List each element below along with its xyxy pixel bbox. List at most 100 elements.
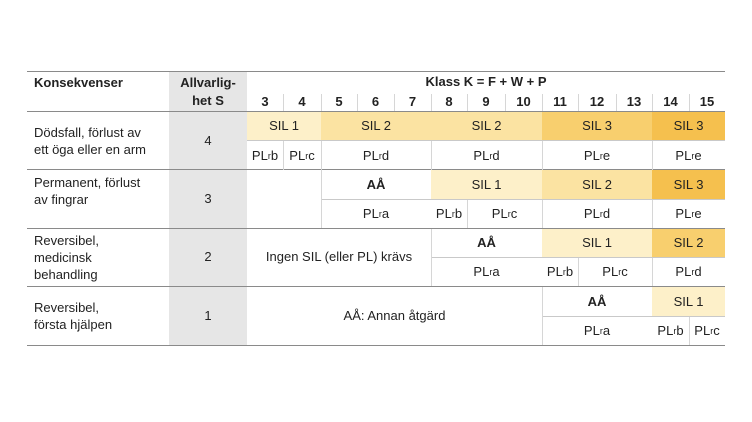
header-tick <box>283 94 284 111</box>
sil-cell: SIL 2 <box>542 170 652 199</box>
cell-separator <box>542 141 543 170</box>
severity-bg-4 <box>169 112 247 170</box>
header-tick <box>616 94 617 111</box>
class-number-13: 13 <box>626 94 642 109</box>
consequence-row-2: Reversibel, medicinsk behandling <box>34 232 100 282</box>
row-divider <box>247 140 725 141</box>
other-measure-legend: AÅ: Annan åtgärd <box>343 308 446 323</box>
header-tick <box>321 94 322 111</box>
consequence-row-1: Reversibel, första hjälpen <box>34 300 113 332</box>
cell-separator <box>431 141 432 170</box>
consequences-header: Konsekvenser <box>34 75 123 90</box>
other-measure-cell: AÅ <box>366 176 386 192</box>
cell-separator <box>431 229 432 286</box>
sil-cell: SIL 2 <box>652 228 725 257</box>
sil-cell: SIL 3 <box>652 112 725 140</box>
severity-bg-1 <box>169 287 247 345</box>
cell-separator <box>283 141 284 170</box>
cell-separator <box>652 141 653 170</box>
severity-bg-2 <box>169 228 247 286</box>
row-divider <box>542 316 725 317</box>
class-formula-header: Klass K = F + W + P <box>425 74 547 89</box>
class-number-14: 14 <box>663 94 678 109</box>
severity-column-header-bg <box>169 72 247 112</box>
severity-value-1: 1 <box>204 308 212 323</box>
row-divider <box>321 199 725 200</box>
class-number-12: 12 <box>589 94 605 109</box>
severity-bg-3 <box>169 170 247 228</box>
other-measure-cell: AÅ <box>587 293 607 309</box>
class-number-9: 9 <box>482 94 490 109</box>
cell-separator <box>652 258 653 286</box>
row-divider <box>27 286 725 287</box>
other-measure-cell: AÅ <box>477 234 496 250</box>
class-number-15: 15 <box>699 94 715 109</box>
header-bottom-rule <box>27 111 725 112</box>
table-top-rule <box>27 71 725 72</box>
class-number-4: 4 <box>298 94 306 109</box>
sil-cell: SIL 2 <box>321 112 431 140</box>
cell-separator <box>578 258 579 286</box>
consequence-row-4: Dödsfall, förlust av ett öga eller en ar… <box>34 125 147 157</box>
sil-cell: SIL 1 <box>542 228 652 257</box>
class-number-6: 6 <box>371 94 380 109</box>
sil-cell: SIL 1 <box>652 287 725 316</box>
class-number-10: 10 <box>516 94 531 109</box>
class-number-5: 5 <box>335 94 343 109</box>
header-tick <box>652 94 653 111</box>
header-tick <box>505 94 506 111</box>
sil-cell: SIL 3 <box>652 170 725 199</box>
severity-value-4: 4 <box>204 133 212 148</box>
sil-cell: SIL 1 <box>431 170 542 199</box>
sil-cell: SIL 1 <box>247 112 321 140</box>
consequence-row-3: Permanent, förlust av fingrar <box>34 175 141 207</box>
cell-separator <box>689 317 690 345</box>
class-number-8: 8 <box>445 94 453 109</box>
class-number-11: 11 <box>553 94 567 109</box>
row-divider <box>431 257 725 258</box>
class-number-3: 3 <box>261 94 269 109</box>
cell-separator <box>652 200 653 228</box>
header-tick <box>394 94 395 111</box>
severity-value-3: 3 <box>204 191 212 206</box>
cell-separator <box>321 141 322 170</box>
row-divider <box>27 169 725 170</box>
severity-header: Allvarlig-het S <box>180 75 236 108</box>
cell-separator <box>467 200 468 228</box>
class-number-7: 7 <box>408 94 417 109</box>
cell-separator <box>542 287 543 345</box>
header-tick <box>578 94 579 111</box>
header-tick <box>431 94 432 111</box>
cell-separator <box>321 170 322 228</box>
cell-separator <box>542 200 543 228</box>
severity-value-2: 2 <box>204 249 212 264</box>
header-tick <box>542 94 543 111</box>
no-sil-required-text: Ingen SIL (eller PL) krävs <box>265 249 413 264</box>
table-bottom-rule <box>27 345 725 346</box>
header-tick <box>467 94 468 111</box>
sil-cell: SIL 3 <box>542 112 652 140</box>
row-divider <box>27 228 725 229</box>
header-tick <box>689 94 690 111</box>
sil-cell: SIL 2 <box>431 112 542 140</box>
header-tick <box>357 94 358 111</box>
